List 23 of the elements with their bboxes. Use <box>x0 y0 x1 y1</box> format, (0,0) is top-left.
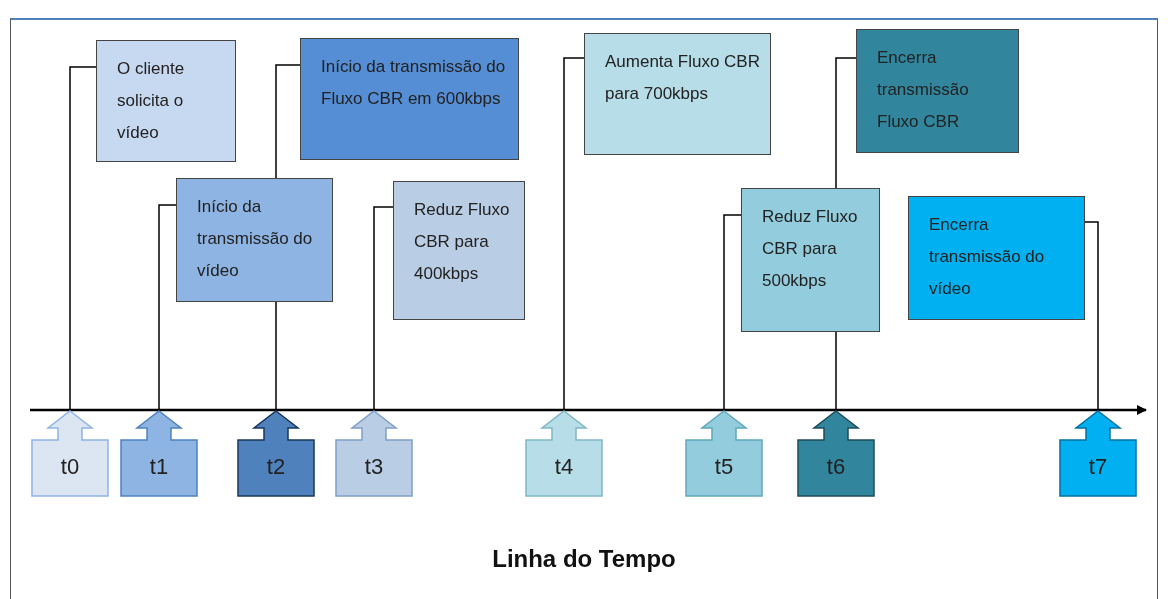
leader-line <box>373 206 394 412</box>
event-box: O cliente solicita o vídeo <box>96 40 236 162</box>
leader-line <box>158 204 177 412</box>
event-box: Início da transmissão do Fluxo CBR em 600kbps <box>300 38 519 160</box>
event-box: Reduz Fluxo CBR para 500kbps <box>741 188 880 332</box>
time-label: t4 <box>553 454 575 480</box>
time-label: t5 <box>713 454 735 480</box>
time-label: t2 <box>265 454 287 480</box>
time-label: t3 <box>363 454 385 480</box>
event-box: Início da transmissão do vídeo <box>176 178 333 302</box>
leader-line <box>1084 221 1099 412</box>
event-box: Encerra transmissão Fluxo CBR <box>856 29 1019 153</box>
event-box: Encerra transmissão do vídeo <box>908 196 1085 320</box>
time-label: t7 <box>1087 454 1109 480</box>
event-box: Reduz Fluxo CBR para 400kbps <box>393 181 525 320</box>
event-box: Aumenta Fluxo CBR para 700kbps <box>584 33 771 155</box>
time-label: t6 <box>825 454 847 480</box>
leader-line <box>723 214 742 412</box>
leader-line <box>69 66 97 412</box>
leader-line <box>563 57 585 412</box>
time-label: t0 <box>59 454 81 480</box>
caption: Linha do Tempo <box>492 545 676 572</box>
time-label: t1 <box>148 454 170 480</box>
